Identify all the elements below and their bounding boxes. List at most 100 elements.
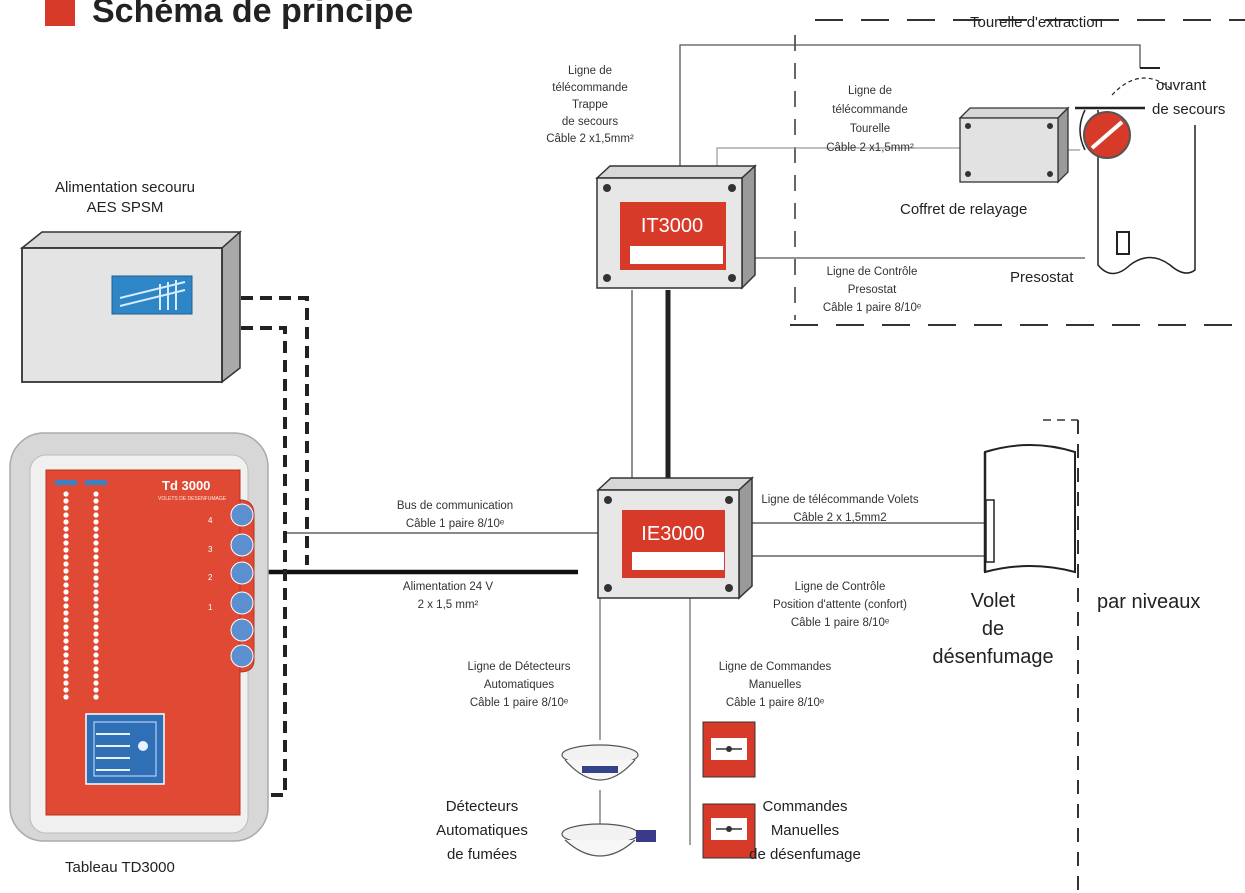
- detector-line-label-1: Ligne de Détecteurs: [468, 661, 571, 673]
- led-indicator: [63, 512, 69, 518]
- ouvrant-label-1: ouvrant: [1156, 77, 1207, 94]
- volets-cmd-label-1: Ligne de télécommande Volets: [761, 494, 919, 506]
- td-side-button: [230, 591, 254, 615]
- manual-label-2: Manuelles: [771, 822, 839, 839]
- td-side-button: [230, 533, 254, 557]
- led-indicator: [93, 526, 99, 532]
- manual-line-label-2: Manuelles: [749, 679, 802, 691]
- smoke-detector-2: [561, 823, 656, 857]
- td-level-3: 3: [208, 545, 213, 554]
- led-indicator: [93, 498, 99, 504]
- led-indicator: [63, 519, 69, 525]
- led-indicator: [63, 554, 69, 560]
- trappe-label-2: télécommande: [552, 82, 627, 94]
- td-led-columns: [55, 480, 107, 700]
- td-side-button: [230, 644, 254, 668]
- led-indicator: [63, 596, 69, 602]
- led-indicator: [93, 554, 99, 560]
- presostat-ctrl-label-2: Presostat: [848, 284, 897, 296]
- ouvrant-label-2: de secours: [1152, 101, 1225, 118]
- td-logo: Td 3000: [162, 478, 210, 493]
- led-indicator: [63, 652, 69, 658]
- led-indicator: [93, 491, 99, 497]
- position-ctrl-label-1: Ligne de Contrôle: [795, 581, 886, 593]
- volet-label-3: désenfumage: [932, 646, 1053, 668]
- led-indicator: [93, 687, 99, 693]
- trappe-label-1: Ligne de: [568, 65, 612, 77]
- led-indicator: [63, 638, 69, 644]
- led-indicator: [93, 519, 99, 525]
- led-header-bar: [55, 480, 77, 485]
- td-level-2: 2: [208, 573, 213, 582]
- led-indicator: [63, 694, 69, 700]
- led-indicator: [63, 673, 69, 679]
- led-indicator: [63, 491, 69, 497]
- tourelle-cmd-label-1: Ligne de: [848, 85, 892, 97]
- position-ctrl-label-3: Câble 1 paire 8/10ᵉ: [791, 617, 889, 629]
- aes-spsm-unit: [19, 230, 242, 384]
- led-indicator: [63, 589, 69, 595]
- led-indicator: [93, 680, 99, 686]
- ie3000-label: IE3000: [641, 523, 704, 545]
- led-indicator: [63, 547, 69, 553]
- led-indicator: [93, 652, 99, 658]
- tourelle-cmd-label-3: Tourelle: [850, 123, 890, 135]
- led-indicator: [63, 666, 69, 672]
- led-indicator: [93, 547, 99, 553]
- position-ctrl-label-2: Position d'attente (confort): [773, 599, 907, 611]
- trappe-label-4: de secours: [562, 116, 619, 128]
- coffret-relayage-box: [958, 106, 1070, 184]
- led-indicator: [93, 617, 99, 623]
- manual-label-1: Commandes: [762, 798, 847, 815]
- led-indicator: [93, 645, 99, 651]
- tourelle-cmd-label-4: Câble 2 x1,5mm²: [826, 142, 914, 154]
- coffret-label: Coffret de relayage: [900, 201, 1027, 218]
- aes-label-line2: AES SPSM: [87, 199, 164, 216]
- led-indicator: [63, 659, 69, 665]
- led-indicator: [63, 540, 69, 546]
- tourelle-label: Tourelle d'extraction: [970, 14, 1103, 31]
- led-indicator: [93, 561, 99, 567]
- led-indicator: [63, 575, 69, 581]
- td-side-button: [230, 618, 254, 642]
- led-indicator: [93, 568, 99, 574]
- led-indicator: [93, 512, 99, 518]
- detector-line-label-2: Automatiques: [484, 679, 555, 691]
- presostat-ctrl-label-3: Câble 1 paire 8/10ᵉ: [823, 302, 921, 314]
- led-indicator: [93, 694, 99, 700]
- led-indicator: [63, 610, 69, 616]
- manual-line-label-3: Câble 1 paire 8/10ᵉ: [726, 697, 824, 709]
- td-control-block-icon: [93, 721, 157, 777]
- tableau-label: Tableau TD3000: [65, 859, 175, 876]
- manual-line-label-1: Ligne de Commandes: [719, 661, 832, 673]
- trappe-label-3: Trappe: [572, 99, 608, 111]
- bus-label-2: Câble 1 paire 8/10ᵉ: [406, 518, 504, 530]
- volet-desenfumage-unit: [983, 444, 1076, 574]
- tourelle-extraction-unit: [1075, 67, 1196, 275]
- par-niveaux-label: par niveaux: [1097, 591, 1200, 613]
- it3000-box: [595, 164, 757, 290]
- aes-cable-2: [222, 326, 287, 797]
- bus-label-1: Bus de communication: [397, 500, 513, 512]
- title-square-icon: [45, 0, 75, 26]
- volets-cmd-label-2: Câble 2 x 1,5mm2: [793, 512, 886, 524]
- led-indicator: [93, 533, 99, 539]
- led-indicator: [63, 680, 69, 686]
- led-indicator: [63, 498, 69, 504]
- led-indicator: [63, 645, 69, 651]
- led-indicator: [63, 526, 69, 532]
- led-indicator: [63, 533, 69, 539]
- td-side-button: [230, 561, 254, 585]
- led-header-bar: [85, 480, 107, 485]
- presostat-ctrl-label-1: Ligne de Contrôle: [827, 266, 918, 278]
- led-indicator: [63, 617, 69, 623]
- trappe-label-5: Câble 2 x1,5mm²: [546, 133, 634, 145]
- led-indicator: [93, 673, 99, 679]
- led-indicator: [63, 603, 69, 609]
- td-level-1: 1: [208, 603, 213, 612]
- led-indicator: [93, 631, 99, 637]
- td3000-panel: Td 3000 VOLETS DE DESENFUMAGE 4 3 2 1: [9, 432, 269, 842]
- manual-label-3: de désenfumage: [749, 846, 861, 863]
- aes-label-line1: Alimentation secouru: [55, 179, 195, 196]
- td-level-4: 4: [208, 516, 213, 525]
